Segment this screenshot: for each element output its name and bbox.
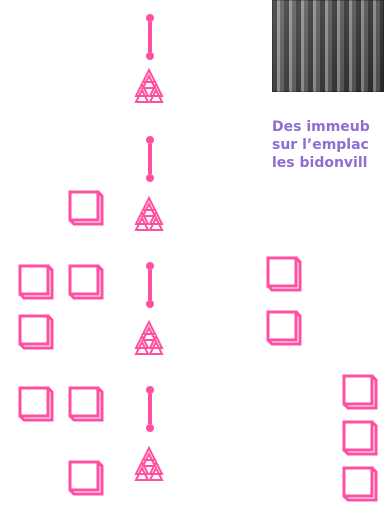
vertical-link-icon <box>146 136 154 182</box>
triangle-cluster-icon <box>135 69 163 103</box>
vertical-link-icon <box>146 262 154 308</box>
caption-line-3: les bidonvill <box>272 155 368 171</box>
square-icon <box>266 310 302 346</box>
vertical-link-icon <box>146 14 154 60</box>
square-icon <box>342 374 378 410</box>
triangle-cluster-icon <box>135 447 163 481</box>
caption-line-2: sur l’emplac <box>272 137 369 153</box>
square-icon <box>68 190 104 226</box>
square-icon <box>342 420 378 456</box>
square-icon <box>342 466 378 502</box>
square-icon <box>266 256 302 292</box>
vertical-link-icon <box>146 386 154 432</box>
square-icon <box>68 386 104 422</box>
triangle-cluster-icon <box>135 197 163 231</box>
photo-caption: Des immeub sur l’emplac les bidonvill <box>272 118 384 172</box>
square-icon <box>18 386 54 422</box>
square-icon <box>68 264 104 300</box>
triangle-cluster-icon <box>135 321 163 355</box>
square-icon <box>18 264 54 300</box>
square-icon <box>18 314 54 350</box>
caption-line-1: Des immeub <box>272 119 370 135</box>
square-icon <box>68 460 104 496</box>
historical-photo <box>272 0 384 92</box>
